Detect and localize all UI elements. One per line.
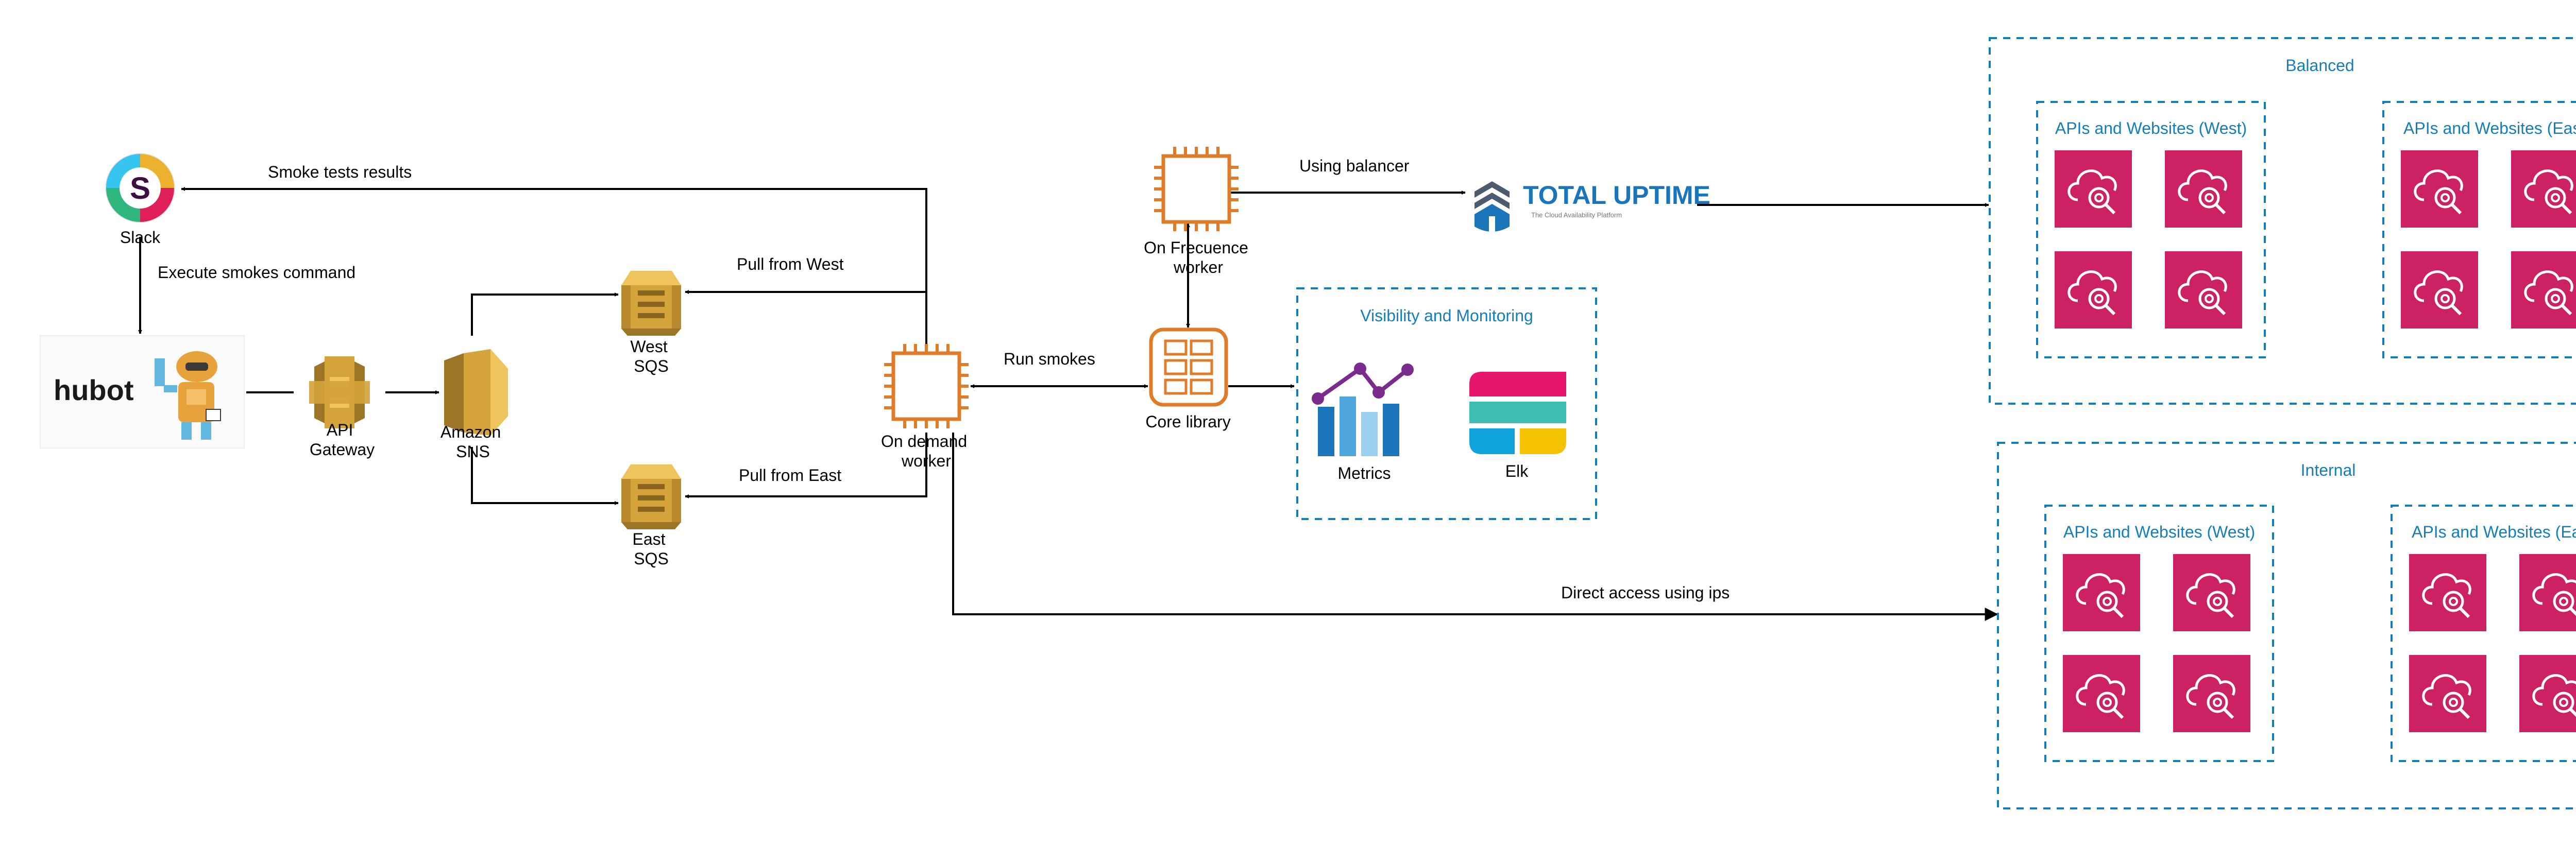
- api-gateway-icon: [309, 356, 370, 428]
- edge-label-pull-west: Pull from West: [737, 255, 844, 273]
- pull-east-arrow: [685, 433, 927, 498]
- elk-label: Elk: [1505, 462, 1529, 480]
- balanced-group: Balanced APIs and Websites (West) APIs a…: [1989, 37, 2576, 405]
- total-uptime-node: TOTAL UPTIME The Cloud Availability Plat…: [1475, 181, 1710, 232]
- east-sqs-node: East SQS: [621, 464, 681, 568]
- amazon-sns-label: Amazon SNS: [440, 423, 505, 461]
- on-frecuence-worker-node: On Frecuence worker: [1144, 147, 1253, 277]
- edge-label-execute-smokes: Execute smokes command: [158, 263, 355, 282]
- internal-frame: [1997, 442, 2576, 809]
- internal-title: Internal: [2301, 461, 2356, 479]
- amazon-sns-node: Amazon SNS: [440, 349, 508, 461]
- east-sqs-icon: [621, 464, 681, 529]
- edge-label-direct-access: Direct access using ips: [1561, 583, 1730, 602]
- balanced-frame: [1989, 37, 2576, 405]
- amazon-sns-icon: [444, 349, 508, 436]
- balanced-apis-east-title: APIs and Websites (East): [2403, 119, 2576, 137]
- elk-icon: [1469, 372, 1566, 454]
- cloud-search-icon: [2511, 150, 2576, 228]
- west-sqs-node: West SQS: [621, 271, 681, 375]
- cloud-search-icon: [2401, 150, 2478, 228]
- west-sqs-icon: [621, 271, 681, 336]
- hubot-robot-icon: [155, 351, 221, 440]
- cloud-search-icon: [2173, 554, 2250, 631]
- internal-group: Internal APIs and Websites (West) APIs a…: [1997, 442, 2576, 809]
- cloud-search-icon: [2165, 150, 2242, 228]
- metrics-label: Metrics: [1337, 464, 1391, 482]
- direct-access-arrow: [952, 433, 1998, 621]
- east-sqs-label: East SQS: [633, 530, 670, 568]
- cloud-search-icon: [2519, 554, 2576, 631]
- cloud-search-icon: [2519, 655, 2576, 732]
- slack-icon: S: [105, 153, 175, 223]
- edge-label-smoke-results: Smoke tests results: [268, 163, 412, 181]
- core-library-label: Core library: [1145, 412, 1230, 431]
- on-demand-worker-node: On demand worker: [881, 344, 972, 470]
- slack-node: S Slack: [105, 153, 175, 247]
- total-uptime-tagline: The Cloud Availability Platform: [1531, 211, 1622, 219]
- visibility-monitoring-frame: [1296, 287, 1597, 520]
- hubot-logo-text: hubot: [54, 374, 133, 406]
- cloud-search-icon: [2055, 251, 2132, 329]
- core-library-node: Core library: [1145, 327, 1231, 431]
- on-demand-worker-label: On demand worker: [881, 432, 972, 470]
- on-frecuence-worker-label: On Frecuence worker: [1144, 238, 1253, 277]
- edge-label-run-smokes: Run smokes: [1004, 350, 1095, 368]
- cloud-search-icon: [2409, 655, 2486, 732]
- internal-apis-west-group: APIs and Websites (West): [2044, 505, 2274, 762]
- on-demand-worker-icon: [884, 344, 969, 428]
- internal-apis-east-title: APIs and Websites (East): [2412, 523, 2576, 541]
- cloud-search-icon: [2409, 554, 2486, 631]
- cloud-search-icon: [2511, 251, 2576, 329]
- sns-to-west-sqs-arrow: [471, 292, 619, 336]
- balanced-apis-west-title: APIs and Websites (West): [2055, 119, 2247, 137]
- internal-apis-west-title: APIs and Websites (West): [2063, 523, 2255, 541]
- visibility-monitoring-group: Visibility and Monitoring Metrics Elk: [1296, 287, 1597, 520]
- west-sqs-label: West SQS: [630, 337, 672, 375]
- total-uptime-logo-icon: [1475, 181, 1510, 232]
- balanced-apis-east-group: APIs and Websites (East): [2382, 101, 2576, 358]
- hubot-node: hubot: [40, 335, 245, 448]
- edges: [138, 187, 1998, 621]
- metrics-icon: [1312, 362, 1414, 456]
- visibility-monitoring-title: Visibility and Monitoring: [1360, 306, 1533, 325]
- cloud-search-icon: [2165, 251, 2242, 329]
- total-uptime-title: TOTAL UPTIME: [1523, 181, 1710, 210]
- on-frecuence-worker-icon: [1154, 147, 1239, 231]
- edge-label-using-balancer: Using balancer: [1299, 157, 1410, 175]
- cloud-search-icon: [2063, 655, 2140, 732]
- slack-label: Slack: [120, 228, 161, 247]
- balanced-apis-west-group: APIs and Websites (West): [2036, 101, 2266, 358]
- cloud-search-icon: [2063, 554, 2140, 631]
- cloud-search-icon: [2055, 150, 2132, 228]
- cloud-search-icon: [2401, 251, 2478, 329]
- internal-apis-east-group: APIs and Websites (East): [2391, 505, 2576, 762]
- core-library-icon: [1149, 327, 1228, 407]
- api-gateway-node: API Gateway: [309, 356, 375, 459]
- cloud-search-icon: [2173, 655, 2250, 732]
- sns-to-east-sqs-arrow: [471, 447, 619, 505]
- balanced-title: Balanced: [2285, 56, 2354, 75]
- svg-text:S: S: [130, 171, 150, 205]
- api-gateway-label: API Gateway: [310, 421, 375, 459]
- edge-label-pull-east: Pull from East: [739, 466, 841, 485]
- pull-west-arrow: [685, 290, 927, 350]
